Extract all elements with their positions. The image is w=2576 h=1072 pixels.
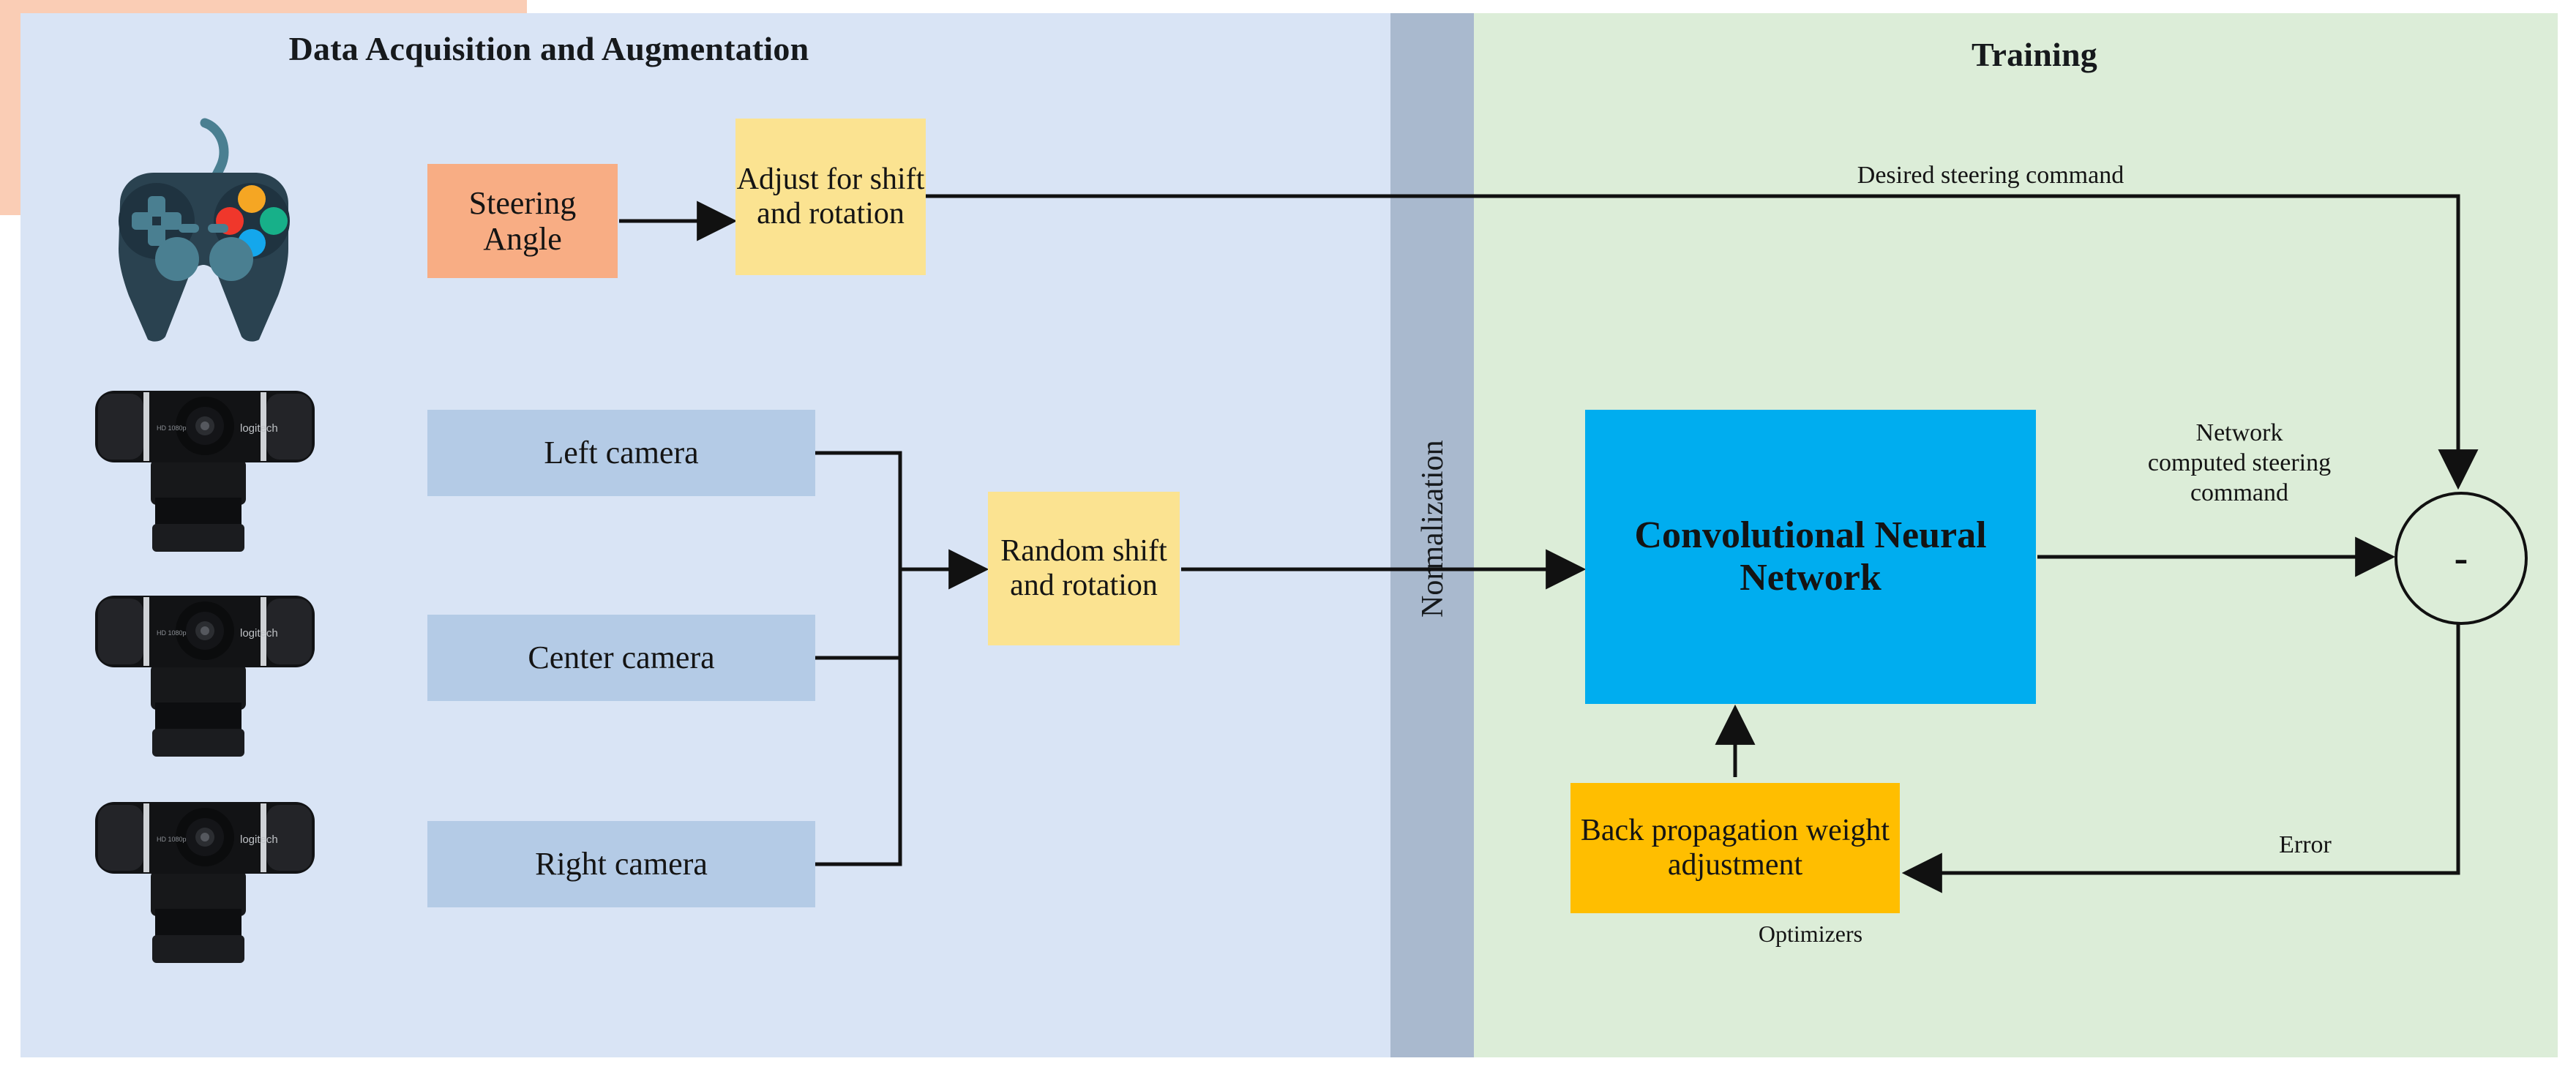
box-random-shift-and-rotation[interactable]: Random shift and rotation [988,492,1180,645]
svg-text:logitech: logitech [240,422,278,435]
box-left-camera[interactable]: Left camera [427,410,815,496]
box-steering-angle[interactable]: Steering Angle [427,164,618,278]
webcam-icon: logitech HD 1080p [80,792,329,982]
webcam-icon: logitech HD 1080p [80,381,329,571]
webcam-icon: logitech HD 1080p [80,585,329,776]
label-desired-steering-command: Desired steering command [1857,162,2124,189]
svg-text:logitech: logitech [240,833,278,846]
left-panel-title: Data Acquisition and Augmentation [288,30,809,67]
box-right-camera[interactable]: Right camera [427,821,815,907]
box-convolutional-neural-network[interactable]: Convolutional Neural Network [1585,410,2036,704]
label-network-computed-steering-command: Network computed steering command [2147,419,2332,506]
svg-text:HD 1080p: HD 1080p [157,424,187,432]
svg-text:HD 1080p: HD 1080p [157,629,187,637]
box-center-camera[interactable]: Center camera [427,615,815,701]
box-adjust-for-shift-and-rotation[interactable]: Adjust for shift and rotation [735,119,926,275]
label-error: Error [2279,831,2332,858]
right-panel-title: Training [1971,36,2097,73]
normalization-band [1390,13,1474,1057]
box-back-propagation-weight-adjustment[interactable]: Back propagation weight adjustment [1570,783,1900,913]
gamepad-icon [67,110,340,344]
optimizers-label: Optimizers [1758,921,1863,947]
subtract-node: - [2395,492,2528,625]
svg-text:HD 1080p: HD 1080p [157,836,187,843]
svg-text:logitech: logitech [240,627,278,640]
normalization-label: Normalization [1416,440,1450,618]
